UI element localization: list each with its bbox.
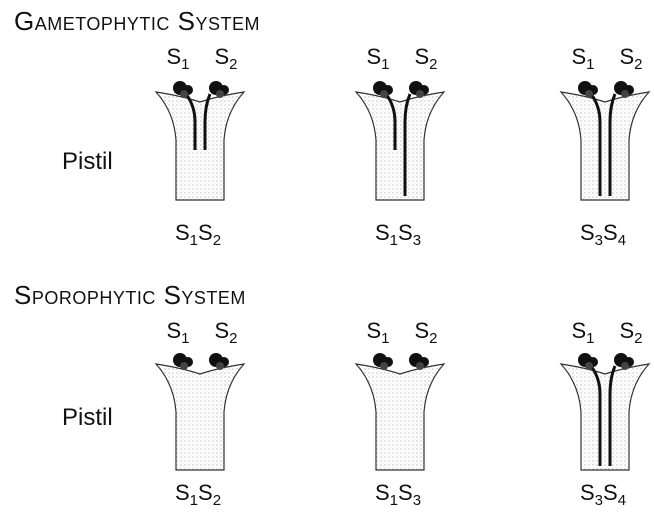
- pistil-body: [561, 92, 649, 200]
- pollen-label-s1: S1: [366, 318, 389, 347]
- pistil-body: [561, 364, 649, 470]
- pollen-label-s2: S2: [214, 318, 237, 347]
- pistil-body: [356, 364, 444, 470]
- pistil-genotype-label: S3S4: [580, 480, 626, 509]
- pollen-label-s2: S2: [619, 44, 642, 73]
- pistil-genotype-label: S1S2: [175, 480, 221, 509]
- pistil-genotype-label: S3S4: [580, 220, 626, 249]
- pistil-genotype-label: S1S2: [175, 220, 221, 249]
- pistil-genotype-label: S1S3: [375, 480, 421, 509]
- pistil-body: [156, 364, 244, 470]
- pistil-body: [156, 92, 244, 200]
- pollen-label-s1: S1: [166, 44, 189, 73]
- pistil-genotype-label: S1S3: [375, 220, 421, 249]
- pollen-label-s1: S1: [366, 44, 389, 73]
- pollen-label-s2: S2: [619, 318, 642, 347]
- pollen-label-s2: S2: [214, 44, 237, 73]
- pollen-label-s2: S2: [414, 44, 437, 73]
- pollen-label-s1: S1: [571, 318, 594, 347]
- pollen-label-s1: S1: [166, 318, 189, 347]
- pollen-label-s2: S2: [414, 318, 437, 347]
- pistil-body: [356, 92, 444, 200]
- pollen-label-s1: S1: [571, 44, 594, 73]
